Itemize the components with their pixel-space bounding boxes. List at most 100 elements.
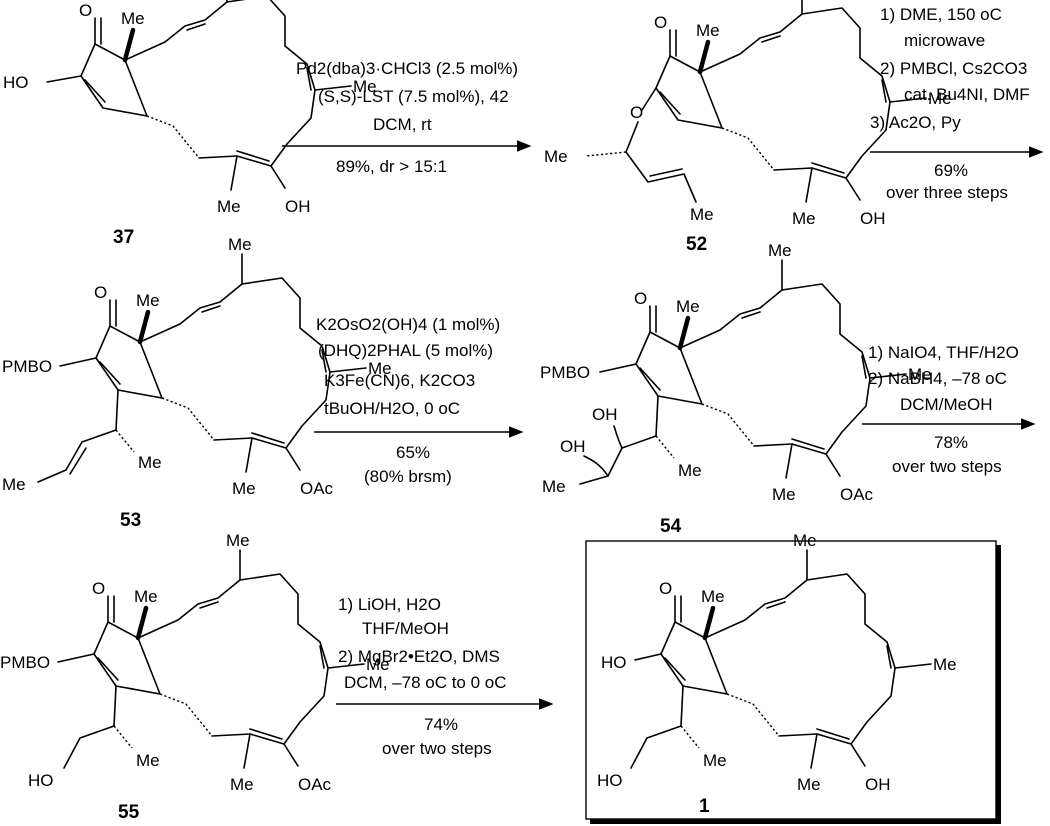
atom-me-right: Me [368, 359, 392, 378]
atom-o: O [634, 289, 647, 308]
atom-pmbo: PMBO [540, 363, 590, 382]
target-box-shadow [996, 545, 1001, 823]
atom-o: O [659, 579, 672, 598]
arrow-5-above-3: DCM, –78 oC to 0 oC [344, 673, 507, 692]
compound-label: 1 [699, 796, 710, 817]
compound-label: 55 [118, 802, 140, 823]
arrow-2-below-1: over three steps [886, 183, 1008, 202]
atom-ho: HO [3, 73, 29, 92]
atom-o: O [79, 1, 92, 20]
atom-o: O [92, 579, 105, 598]
atom-me-left: Me [544, 147, 568, 166]
atom-ho: HO [597, 771, 623, 790]
atom-me-quaternary: Me [676, 297, 700, 316]
atom-me-top: Me [226, 531, 250, 550]
compound-label: 53 [120, 510, 141, 531]
arrow-2-above-1: microwave [904, 31, 985, 50]
arrow-2-below-0: 69% [934, 161, 968, 180]
arrow-3-above-0: K2OsO2(OH)4 (1 mol%) [316, 315, 500, 334]
atom-me-quaternary: Me [134, 587, 158, 606]
atom-oac: OAc [298, 775, 332, 794]
atom-me-chain: Me [542, 477, 566, 496]
compound-52: O Me O Me Me Me Me Me OH 52 [544, 0, 952, 255]
arrow-4-below-0: 78% [934, 433, 968, 452]
atom-me-right: Me [928, 89, 952, 108]
atom-pmbo: PMBO [2, 357, 52, 376]
atom-o-ether: O [630, 103, 643, 122]
arrow-5-below-1: over two steps [382, 739, 492, 758]
atom-me-quaternary: Me [696, 21, 720, 40]
arrow-3: K2OsO2(OH)4 (1 mol%) (DHQ)2PHAL (5 mol%)… [314, 315, 524, 486]
arrow-2-above-0: 1) DME, 150 oC [880, 5, 1002, 24]
arrow-2: 1) DME, 150 oC microwave 2) PMBCl, Cs2CO… [870, 5, 1044, 202]
atom-me-chain: Me [2, 475, 26, 494]
arrow-5-below-0: 74% [424, 715, 458, 734]
atom-me-tail: Me [690, 205, 714, 224]
atom-me-bottom: Me [792, 209, 816, 228]
atom-me-right: Me [908, 365, 932, 384]
target-box-shadow-bottom [590, 819, 1001, 824]
atom-ho: HO [28, 771, 54, 790]
atom-me-bottom: Me [797, 775, 821, 794]
atom-pmbo: PMBO [0, 653, 50, 672]
atom-me-side: Me [136, 751, 160, 770]
atom-oac: OAc [840, 485, 874, 504]
arrow-1-above-2: DCM, rt [373, 115, 432, 134]
atom-me-top: Me [228, 235, 252, 254]
atom-me-side: Me [678, 461, 702, 480]
arrow-3-above-3: tBuOH/H2O, 0 oC [324, 399, 460, 418]
arrow-4-above-0: 1) NaIO4, THF/H2O [868, 343, 1019, 362]
atom-me-bottom: Me [232, 479, 256, 498]
compound-37: O Me HO Me Me Me OH 37 [3, 0, 377, 248]
atom-oh: OH [865, 775, 891, 794]
atom-oh-1: OH [592, 405, 618, 424]
atom-me-right: Me [366, 655, 390, 674]
compound-55: O Me PMBO Me HO Me Me Me OAc 55 [0, 531, 390, 823]
arrow-1-above-0: Pd2(dba)3·CHCl3 (2.5 mol%) [296, 59, 518, 78]
arrow-2-above-2: 2) PMBCl, Cs2CO3 [880, 59, 1027, 78]
arrow-5-above-0: 1) LiOH, H2O [338, 595, 441, 614]
atom-me-right: Me [353, 77, 377, 96]
atom-me-right: Me [933, 655, 957, 674]
arrow-3-below-1: (80% brsm) [364, 467, 452, 486]
arrow-2-above-4: 3) Ac2O, Py [870, 113, 961, 132]
atom-me-bottom: Me [230, 775, 254, 794]
arrow-3-above-2: K3Fe(CN)6, K2CO3 [324, 371, 475, 390]
compound-54: O Me PMBO Me OH OH Me Me Me Me OAc 54 [540, 241, 932, 537]
arrow-5-above-1: THF/MeOH [362, 619, 449, 638]
arrow-1: Pd2(dba)3·CHCl3 (2.5 mol%) (S,S)-LST (7.… [282, 59, 532, 176]
atom-me-bottom: Me [217, 197, 241, 216]
arrow-5: 1) LiOH, H2O THF/MeOH 2) MgBr2•Et2O, DMS… [336, 595, 554, 758]
atom-oh-2: OH [560, 437, 586, 456]
atom-me-bottom: Me [772, 485, 796, 504]
arrow-3-above-1: (DHQ)2PHAL (5 mol%) [318, 341, 493, 360]
compound-label: 52 [686, 234, 707, 255]
atom-ho-ring: HO [601, 653, 627, 672]
compound-53: O Me PMBO Me Me Me Me Me OAc 53 [2, 235, 392, 531]
atom-me-side: Me [138, 453, 162, 472]
arrow-4: 1) NaIO4, THF/H2O 2) NaBH4, –78 oC DCM/M… [862, 343, 1036, 476]
atom-oh: OH [285, 197, 311, 216]
arrow-5-above-2: 2) MgBr2•Et2O, DMS [338, 647, 500, 666]
atom-me-top: Me [793, 531, 817, 550]
arrow-1-above-1: (S,S)-LST (7.5 mol%), 42 [318, 87, 509, 106]
arrow-1-below-0: 89%, dr > 15:1 [336, 157, 447, 176]
arrow-4-above-2: DCM/MeOH [900, 395, 993, 414]
atom-me-quaternary: Me [136, 291, 160, 310]
atom-me-side: Me [703, 751, 727, 770]
atom-oh: OH [860, 209, 886, 228]
atom-me-top: Me [768, 241, 792, 260]
compound-label: 54 [660, 516, 682, 537]
compound-1: O Me HO Me HO Me Me Me OH 1 [597, 531, 957, 817]
atom-oac: OAc [300, 479, 334, 498]
arrow-4-above-1: 2) NaBH4, –78 oC [868, 369, 1007, 388]
atom-o: O [94, 283, 107, 302]
arrow-3-below-0: 65% [396, 443, 430, 462]
atom-o: O [654, 13, 667, 32]
arrow-2-above-3: cat. Bu4NI, DMF [904, 85, 1030, 104]
target-compound-box [585, 540, 997, 820]
arrow-4-below-1: over two steps [892, 457, 1002, 476]
compound-label: 37 [113, 227, 134, 248]
atom-me-quaternary: Me [701, 587, 725, 606]
